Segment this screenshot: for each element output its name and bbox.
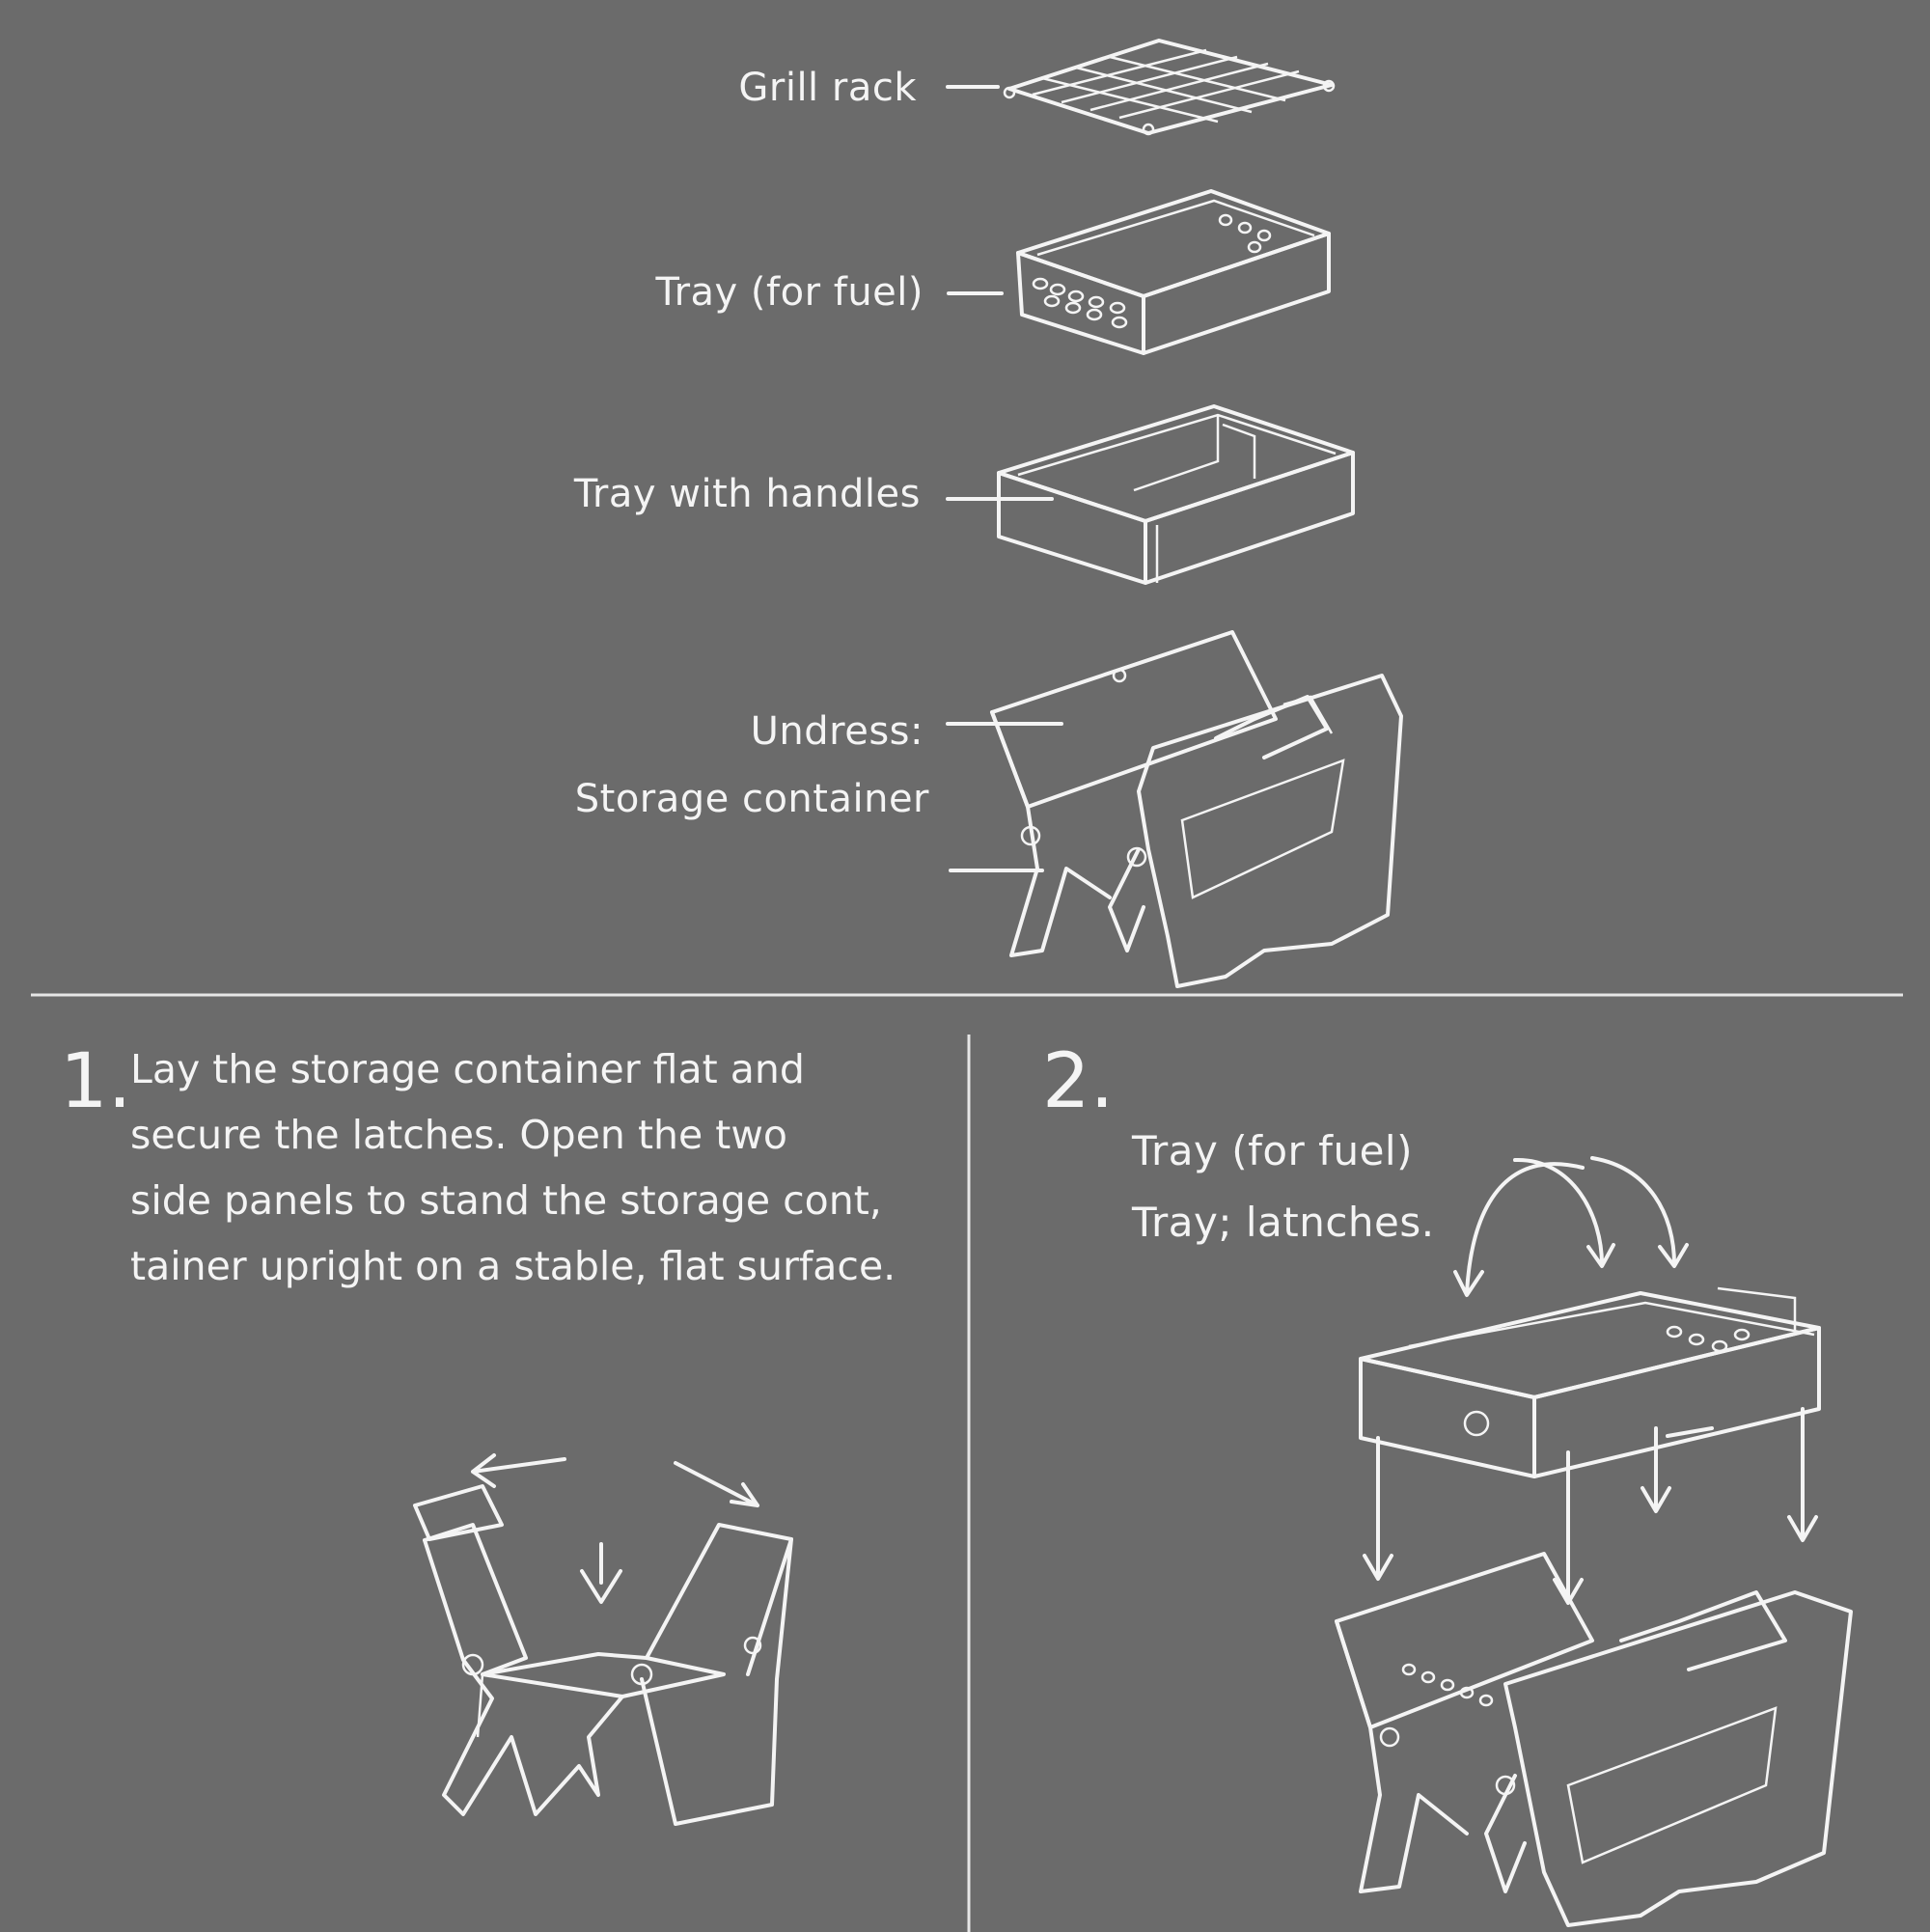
step-1-line: tainer upright on a stable, flat surface… xyxy=(130,1243,896,1289)
grill-rack-drawing xyxy=(946,39,1336,136)
storage-container-drawing xyxy=(946,630,1403,988)
handle-tray-drawing xyxy=(946,404,1355,585)
label-undress: Undress: xyxy=(750,709,924,754)
fuel-tray-drawing xyxy=(947,189,1331,355)
step-1-number: 1. xyxy=(60,1038,132,1125)
step-2-illustration xyxy=(1335,1156,1853,1927)
step-2-number: 2. xyxy=(1042,1038,1115,1125)
step-1-line: Lay the storage container flat and xyxy=(130,1046,805,1092)
step-1-line: secure the latches. Open the two xyxy=(130,1112,787,1158)
label-tray-handles: Tray with handles xyxy=(573,472,921,516)
step-2-label-latches: Tray; latnches. xyxy=(1132,1199,1435,1246)
step-2-label-tray: Tray (for fuel) xyxy=(1132,1127,1413,1174)
step-1-text: Lay the storage container flat and secur… xyxy=(130,1036,896,1299)
label-tray-fuel: Tray (for fuel) xyxy=(655,270,924,315)
step-1-line: side panels to stand the storage cont, xyxy=(130,1177,882,1224)
step-1-illustration xyxy=(413,1453,793,1826)
label-storage-container: Storage container xyxy=(574,777,929,821)
label-grill-rack: Grill rack xyxy=(738,66,917,110)
